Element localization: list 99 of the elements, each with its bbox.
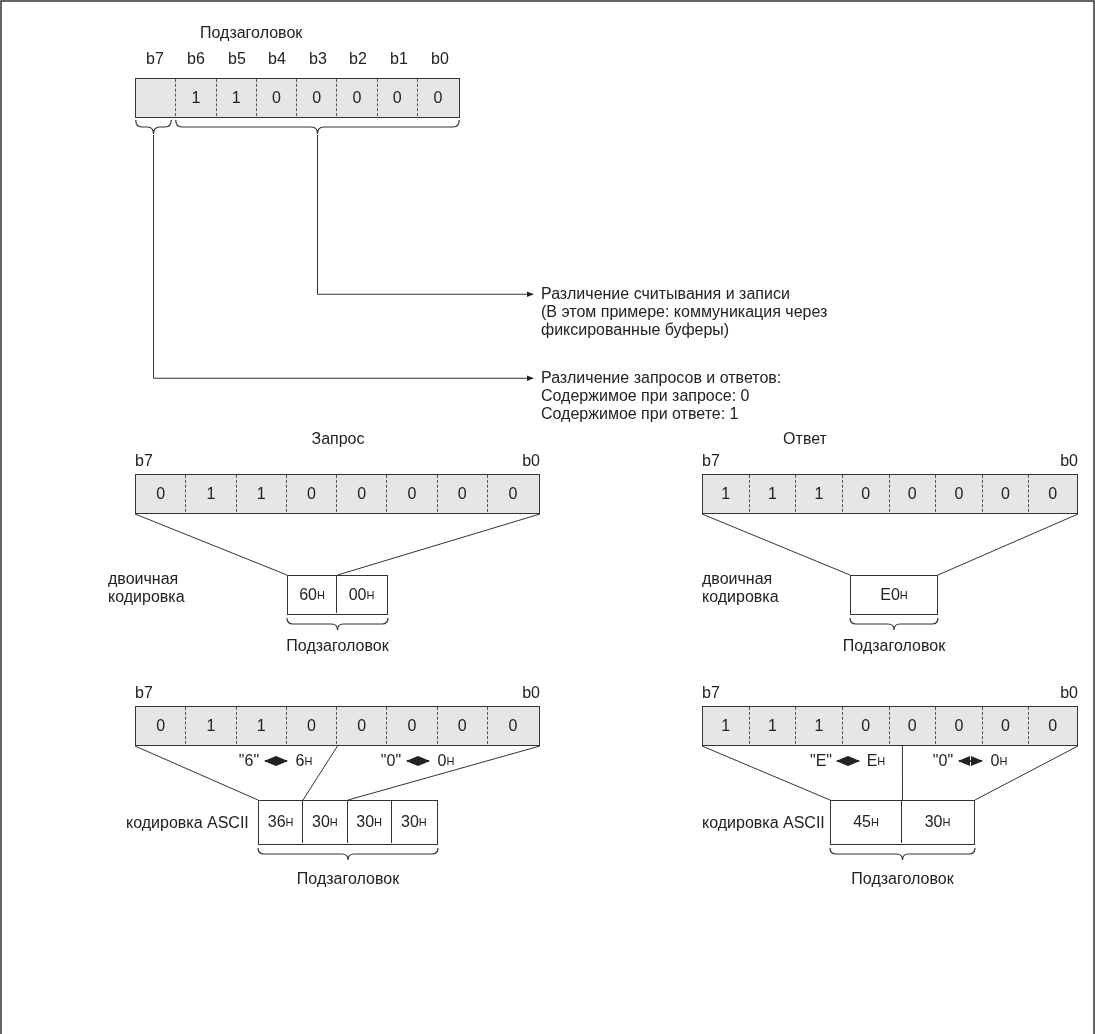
double-arrow bbox=[263, 755, 289, 767]
bit-cell: 0 bbox=[437, 475, 488, 512]
bit-cell: 0 bbox=[417, 79, 458, 116]
bit-label: b6 bbox=[187, 50, 205, 68]
bit-register bbox=[702, 474, 1078, 514]
bit-cell: 1 bbox=[216, 79, 257, 116]
connector-line bbox=[701, 745, 831, 801]
curly-brace bbox=[135, 120, 172, 135]
bit-cell: 0 bbox=[337, 707, 388, 744]
connector-line bbox=[701, 513, 851, 576]
description-text: Содержимое при запросе: 0 bbox=[541, 387, 751, 405]
field-caption: Подзаголовок bbox=[296, 870, 400, 888]
bit-label: b0 bbox=[522, 452, 540, 470]
connector-line bbox=[337, 513, 541, 576]
double-arrow bbox=[405, 755, 431, 767]
bit-cell: 0 bbox=[337, 79, 378, 116]
bit-label: b7 bbox=[135, 452, 153, 470]
bit-cell: 0 bbox=[437, 707, 488, 744]
bit-cell: 0 bbox=[936, 707, 983, 744]
bit-cell: 0 bbox=[286, 475, 337, 512]
bit-label: b3 bbox=[309, 50, 327, 68]
bit-label: b4 bbox=[268, 50, 286, 68]
leader-arrow bbox=[153, 134, 534, 382]
bit-label: b0 bbox=[1060, 684, 1078, 702]
description-text: Различение считывания и записи bbox=[541, 285, 791, 303]
hex-byte-box bbox=[830, 800, 975, 845]
description-text: Различение запросов и ответов: bbox=[541, 369, 783, 387]
section-title: Ответ bbox=[783, 430, 827, 448]
bit-label: b0 bbox=[522, 684, 540, 702]
bit-cell: 0 bbox=[842, 707, 890, 744]
connector-line bbox=[937, 513, 1079, 576]
character-code: "0" bbox=[378, 752, 404, 770]
bit-register bbox=[702, 706, 1078, 746]
connector-line bbox=[974, 745, 1079, 801]
bit-register bbox=[135, 706, 540, 746]
bit-label: b0 bbox=[431, 50, 449, 68]
bit-cell: 0 bbox=[982, 475, 1030, 512]
leader-arrow bbox=[317, 134, 534, 298]
hex-byte-box bbox=[258, 800, 438, 845]
hex-byte-box bbox=[287, 575, 388, 615]
bit-cell: 0 bbox=[297, 79, 338, 116]
connector-line bbox=[302, 745, 338, 801]
description-text: (В этом примере: коммуникация через фиксированные буферы) bbox=[541, 303, 829, 339]
field-caption: Подзаголовок bbox=[851, 870, 954, 888]
character-code: "0" bbox=[930, 752, 956, 770]
bit-label: b2 bbox=[349, 50, 367, 68]
bit-cell: 0 bbox=[377, 79, 418, 116]
bit-cell: 1 bbox=[796, 707, 843, 744]
bit-cell: 0 bbox=[136, 707, 187, 744]
bit-cell: 0 bbox=[889, 475, 937, 512]
bit-label: b5 bbox=[228, 50, 246, 68]
encoding-label: двоичная кодировка bbox=[702, 570, 780, 606]
bit-cell: 1 bbox=[236, 707, 287, 744]
section-title: Запрос bbox=[311, 430, 365, 448]
bit-register bbox=[135, 474, 540, 514]
bit-cell: 0 bbox=[387, 707, 438, 744]
bit-cell: 1 bbox=[796, 475, 843, 512]
bit-cell: 0 bbox=[337, 475, 388, 512]
character-code: "E" bbox=[808, 752, 834, 770]
bit-cell: 0 bbox=[1029, 707, 1076, 744]
field-caption: Подзаголовок bbox=[200, 24, 303, 42]
field-caption: Подзаголовок bbox=[286, 637, 389, 655]
character-code: "6" bbox=[236, 752, 262, 770]
encoding-label: двоичная кодировка bbox=[108, 570, 186, 606]
bit-cell: 1 bbox=[176, 79, 217, 116]
bit-cell: 0 bbox=[1029, 475, 1076, 512]
bit-cell: 0 bbox=[982, 707, 1030, 744]
bit-cell: 0 bbox=[889, 707, 937, 744]
bit-label: b0 bbox=[1060, 452, 1078, 470]
description-text: Содержимое при ответе: 1 bbox=[541, 405, 740, 423]
bit-cell: 1 bbox=[186, 707, 237, 744]
bit-cell: 0 bbox=[136, 475, 187, 512]
bit-label: b7 bbox=[702, 452, 720, 470]
bit-label: b7 bbox=[135, 684, 153, 702]
bit-cell: 0 bbox=[936, 475, 983, 512]
double-arrow bbox=[957, 755, 984, 767]
bit-label: b7 bbox=[146, 50, 164, 68]
bit-cell: 1 bbox=[749, 475, 797, 512]
bit-cell: 1 bbox=[703, 707, 750, 744]
bit-cell: 0 bbox=[487, 707, 538, 744]
bit-cell: 0 bbox=[387, 475, 438, 512]
bit-label: b1 bbox=[390, 50, 408, 68]
connector-line bbox=[134, 745, 259, 801]
connector-line bbox=[347, 745, 541, 801]
curly-brace bbox=[175, 120, 460, 135]
field-caption: Подзаголовок bbox=[842, 637, 946, 655]
bit-cell: 1 bbox=[186, 475, 237, 512]
bit-register bbox=[135, 78, 460, 118]
double-arrow bbox=[835, 755, 861, 767]
connector-line bbox=[134, 513, 288, 576]
bit-cell: 1 bbox=[236, 475, 287, 512]
bit-label: b7 bbox=[702, 684, 720, 702]
bit-cell: 0 bbox=[256, 79, 297, 116]
bit-cell: 0 bbox=[842, 475, 890, 512]
bit-cell: 1 bbox=[703, 475, 750, 512]
bit-cell: 0 bbox=[487, 475, 538, 512]
bit-cell: 0 bbox=[286, 707, 337, 744]
connector-line bbox=[901, 745, 903, 801]
bit-cell: 1 bbox=[749, 707, 797, 744]
